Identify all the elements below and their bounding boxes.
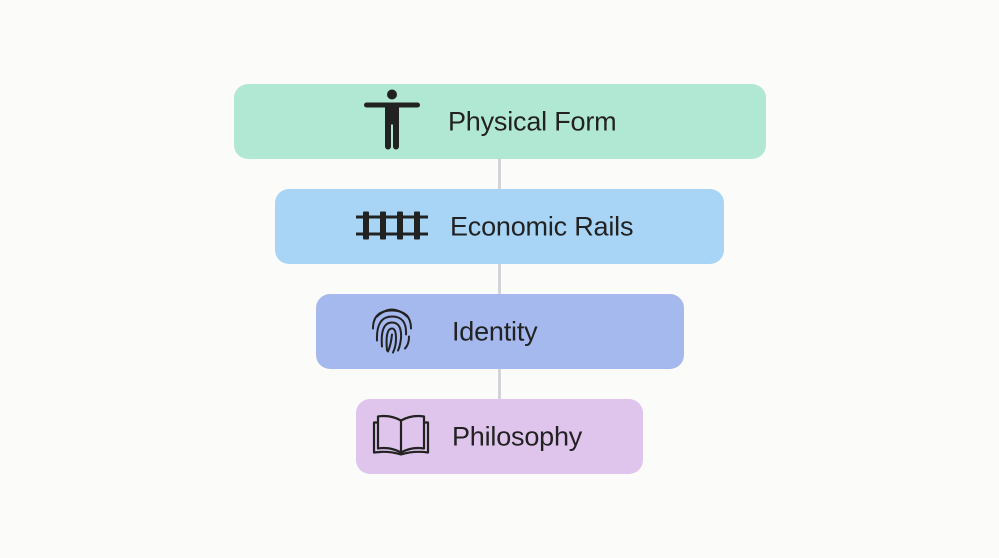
layer-economic-rails: Economic Rails [275, 189, 724, 264]
fingerprint-icon [369, 304, 415, 359]
layer-label: Physical Form [448, 106, 617, 136]
layer-label: Economic Rails [450, 211, 634, 241]
rail-track-icon [356, 207, 428, 246]
layer-physical-form: Physical Form [234, 84, 766, 159]
vertical-connector [498, 150, 501, 410]
layer-identity: Identity [316, 294, 684, 369]
open-book-icon [372, 412, 430, 461]
layer-label: Philosophy [452, 421, 583, 451]
layer-philosophy: Philosophy [356, 399, 643, 474]
layer-label: Identity [452, 316, 538, 346]
person-icon [362, 87, 422, 156]
